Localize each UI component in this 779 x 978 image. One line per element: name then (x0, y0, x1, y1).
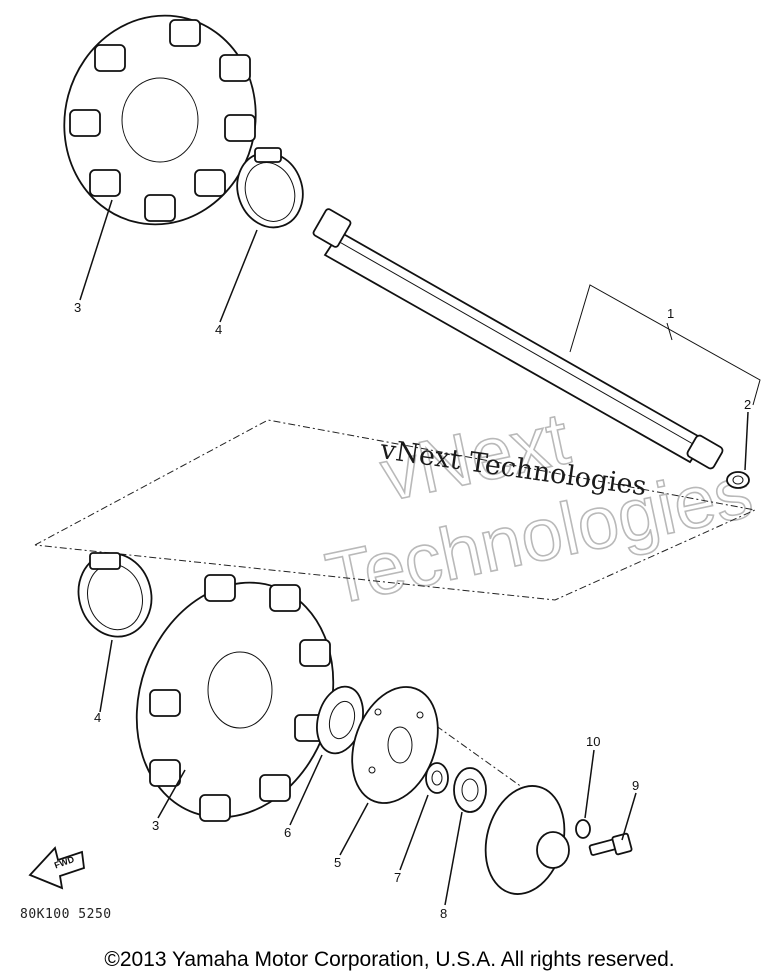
drive-shaft (312, 208, 724, 470)
bushing (453, 767, 487, 813)
callout-sprocket-lower: 3 (152, 818, 159, 833)
collar (726, 471, 750, 489)
assembly-guide-lines (34, 419, 757, 801)
callout-sprocket-upper: 3 (74, 300, 81, 315)
callout-bearing: 6 (284, 825, 291, 840)
callout-washer: 7 (394, 870, 401, 885)
washer (425, 762, 449, 794)
bearing-housing (484, 785, 570, 895)
sprocket-upper (63, 14, 257, 226)
copyright-notice: ©2013 Yamaha Motor Corporation, U.S.A. A… (104, 948, 675, 971)
callout-collar: 2 (744, 397, 751, 412)
callout-bolt: 9 (632, 778, 639, 793)
leader-lines (79, 199, 761, 906)
clamp-lower (77, 552, 153, 638)
callout-clamp-lower: 4 (94, 710, 101, 725)
clamp-upper (236, 147, 304, 229)
bolt (588, 832, 633, 856)
drawing-code: 80K100 5250 (20, 907, 112, 922)
callout-bushing: 8 (440, 906, 447, 921)
callout-plate: 5 (334, 855, 341, 870)
plate (351, 686, 439, 804)
callout-shaft: 1 (667, 306, 674, 321)
sprocket-lower (135, 574, 335, 822)
watermark: vNext Technologies (318, 395, 759, 621)
callout-lock-washer: 10 (586, 734, 600, 749)
callout-labels: 1 2 3 4 4 3 6 5 7 8 9 10 (74, 300, 751, 921)
lock-washer (575, 819, 591, 839)
fwd-arrow: FWD (28, 846, 85, 890)
callout-clamp-upper: 4 (215, 322, 222, 337)
